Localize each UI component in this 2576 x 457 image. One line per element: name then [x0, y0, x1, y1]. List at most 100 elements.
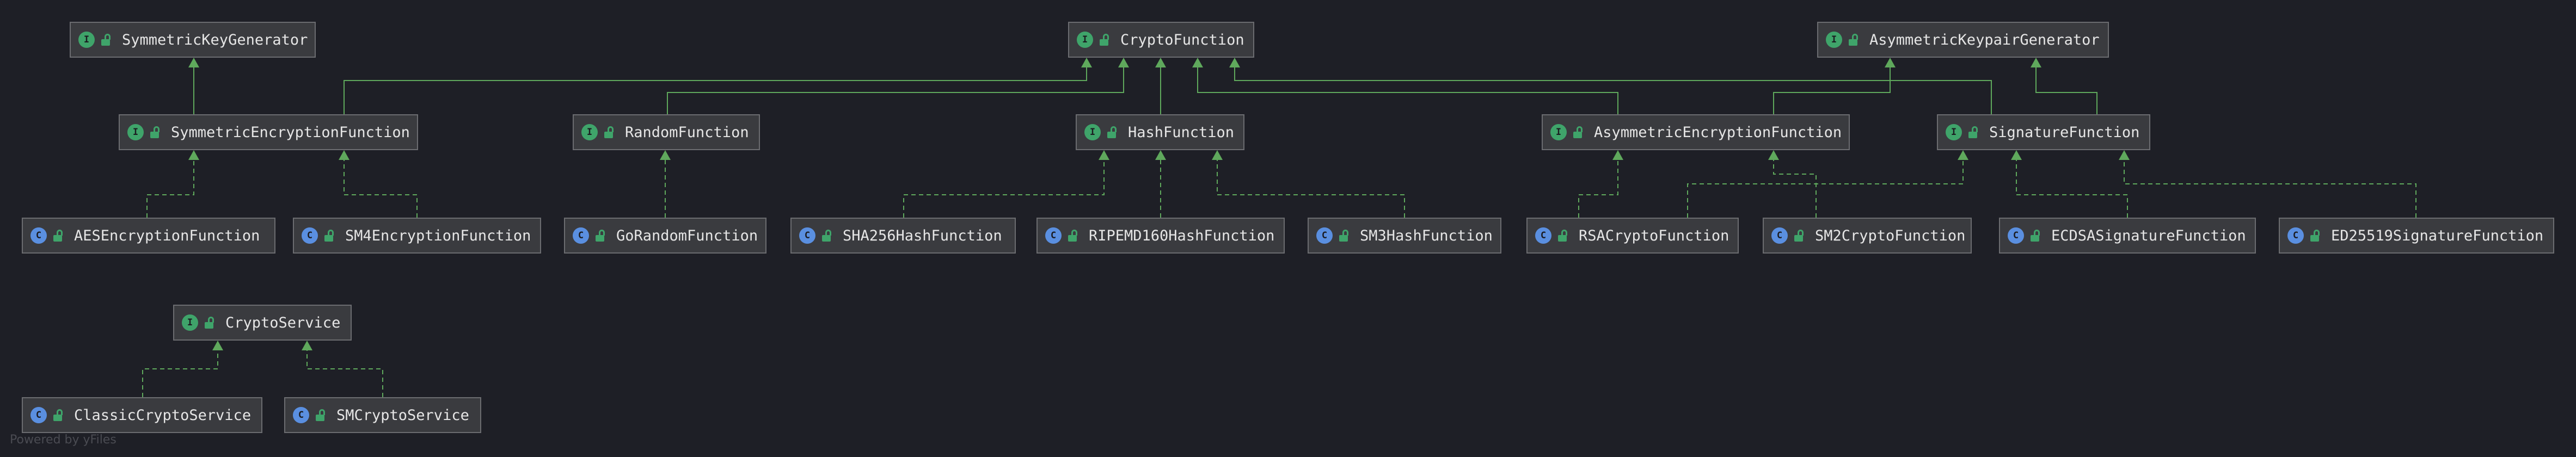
powered-by-footer: Powered by yFiles: [10, 433, 116, 447]
arrowhead-icon: [1155, 150, 1166, 160]
class-badge-icon: C: [2287, 227, 2304, 244]
class-node-ecdsasignaturefunction[interactable]: C ECDSASignatureFunction: [1999, 218, 2256, 254]
interface-badge-icon: I: [581, 124, 598, 140]
class-badge-icon: C: [799, 227, 815, 244]
arrowhead-icon: [1118, 58, 1129, 67]
class-badge-icon: C: [573, 227, 589, 244]
class-badge-icon: C: [1771, 227, 1788, 244]
node-label: SM4EncryptionFunction: [345, 227, 531, 244]
realization-edge-smcryptoservice-to-cryptoservice: [302, 341, 383, 397]
public-visibility-icon: [52, 408, 64, 422]
interface-node-symmetricencryptionfunction[interactable]: I SymmetricEncryptionFunction: [119, 114, 418, 150]
arrowhead-icon: [212, 341, 223, 350]
public-visibility-icon: [1572, 125, 1584, 139]
class-node-sm4encryptionfunction[interactable]: C SM4EncryptionFunction: [293, 218, 541, 254]
class-node-smcryptoservice[interactable]: C SMCryptoService: [284, 397, 481, 433]
generalization-edge-signaturefunction-to-asymmetrickeypairgenerator: [2031, 58, 2097, 114]
interface-badge-icon: I: [1550, 124, 1567, 140]
arrowhead-icon: [1081, 58, 1092, 67]
node-label: RIPEMD160HashFunction: [1089, 227, 1275, 244]
node-label: RandomFunction: [625, 123, 749, 141]
arrowhead-icon: [1958, 150, 1968, 160]
node-label: SymmetricKeyGenerator: [122, 31, 308, 48]
realization-edge-aesencryptionfunction-to-symmetricencryptionfunction: [146, 150, 199, 218]
generalization-edge-hashfunction-to-cryptofunction: [1155, 58, 1166, 114]
realization-edge-ecdsasignaturefunction-to-signaturefunction: [2011, 150, 2128, 218]
node-label: RSACryptoFunction: [1579, 227, 1729, 244]
public-visibility-icon: [52, 228, 64, 243]
interface-badge-icon: I: [1077, 32, 1093, 48]
arrowhead-icon: [1155, 58, 1166, 67]
public-visibility-icon: [1338, 228, 1350, 243]
class-badge-icon: C: [1045, 227, 1062, 244]
node-label: AESEncryptionFunction: [74, 227, 260, 244]
node-label: ECDSASignatureFunction: [2051, 227, 2246, 244]
interface-badge-icon: I: [1946, 124, 1962, 140]
public-visibility-icon: [323, 228, 335, 243]
node-label: SMCryptoService: [336, 406, 469, 424]
arrowhead-icon: [1212, 150, 1223, 160]
realization-edge-ed25519signaturefunction-to-signaturefunction: [2119, 150, 2416, 218]
class-node-ripemd160hashfunction[interactable]: C RIPEMD160HashFunction: [1036, 218, 1285, 254]
arrowhead-icon: [1229, 58, 1240, 67]
node-label: SymmetricEncryptionFunction: [171, 123, 410, 141]
class-badge-icon: C: [1535, 227, 1551, 244]
public-visibility-icon: [1848, 33, 1860, 47]
arrowhead-icon: [302, 341, 312, 350]
node-label: SM2CryptoFunction: [1815, 227, 1966, 244]
public-visibility-icon: [2029, 228, 2041, 243]
class-node-aesencryptionfunction[interactable]: C AESEncryptionFunction: [22, 218, 275, 254]
arrowhead-icon: [339, 150, 349, 160]
public-visibility-icon: [204, 316, 216, 330]
public-visibility-icon: [594, 228, 606, 243]
class-badge-icon: C: [302, 227, 318, 244]
node-label: AsymmetricEncryptionFunction: [1594, 123, 1842, 141]
interface-node-hashfunction[interactable]: I HashFunction: [1076, 114, 1244, 150]
public-visibility-icon: [821, 228, 833, 243]
interface-node-cryptoservice[interactable]: I CryptoService: [173, 305, 352, 341]
public-visibility-icon: [2309, 228, 2321, 243]
node-label: HashFunction: [1128, 123, 1235, 141]
class-badge-icon: C: [1316, 227, 1333, 244]
generalization-edge-signaturefunction-to-cryptofunction: [1229, 58, 1992, 114]
public-visibility-icon: [1557, 228, 1569, 243]
class-badge-icon: C: [2008, 227, 2024, 244]
arrowhead-icon: [2031, 58, 2041, 67]
realization-edge-sm2cryptofunction-to-asymmetricencryptionfunction: [1768, 150, 1817, 218]
arrowhead-icon: [1885, 58, 1896, 67]
realization-edge-ripemd160hashfunction-to-hashfunction: [1155, 150, 1166, 218]
arrowhead-icon: [2119, 150, 2130, 160]
arrowhead-icon: [1192, 58, 1203, 67]
interface-badge-icon: I: [182, 314, 198, 331]
interface-badge-icon: I: [127, 124, 144, 140]
class-badge-icon: C: [293, 407, 309, 423]
generalization-edge-symmetricencryptionfunction-to-symmetrickeygenerator: [188, 58, 199, 114]
node-label: SM3HashFunction: [1360, 227, 1493, 244]
arrowhead-icon: [1768, 150, 1779, 160]
arrowhead-icon: [1099, 150, 1109, 160]
interface-badge-icon: I: [78, 32, 95, 48]
interface-node-randomfunction[interactable]: I RandomFunction: [573, 114, 760, 150]
realization-edge-sm4encryptionfunction-to-symmetricencryptionfunction: [339, 150, 418, 218]
interface-badge-icon: I: [1084, 124, 1101, 140]
interface-node-asymmetricencryptionfunction[interactable]: I AsymmetricEncryptionFunction: [1542, 114, 1850, 150]
public-visibility-icon: [315, 408, 327, 422]
class-node-rsacryptofunction[interactable]: C RSACryptoFunction: [1526, 218, 1739, 254]
class-badge-icon: C: [30, 227, 47, 244]
interface-node-symmetrickeygenerator[interactable]: I SymmetricKeyGenerator: [70, 22, 316, 58]
public-visibility-icon: [1099, 33, 1111, 47]
class-node-sm2cryptofunction[interactable]: C SM2CryptoFunction: [1763, 218, 1972, 254]
node-label: CryptoService: [225, 314, 341, 331]
public-visibility-icon: [149, 125, 161, 139]
public-visibility-icon: [1793, 228, 1805, 243]
public-visibility-icon: [100, 33, 112, 47]
class-node-sm3hashfunction[interactable]: C SM3HashFunction: [1308, 218, 1501, 254]
